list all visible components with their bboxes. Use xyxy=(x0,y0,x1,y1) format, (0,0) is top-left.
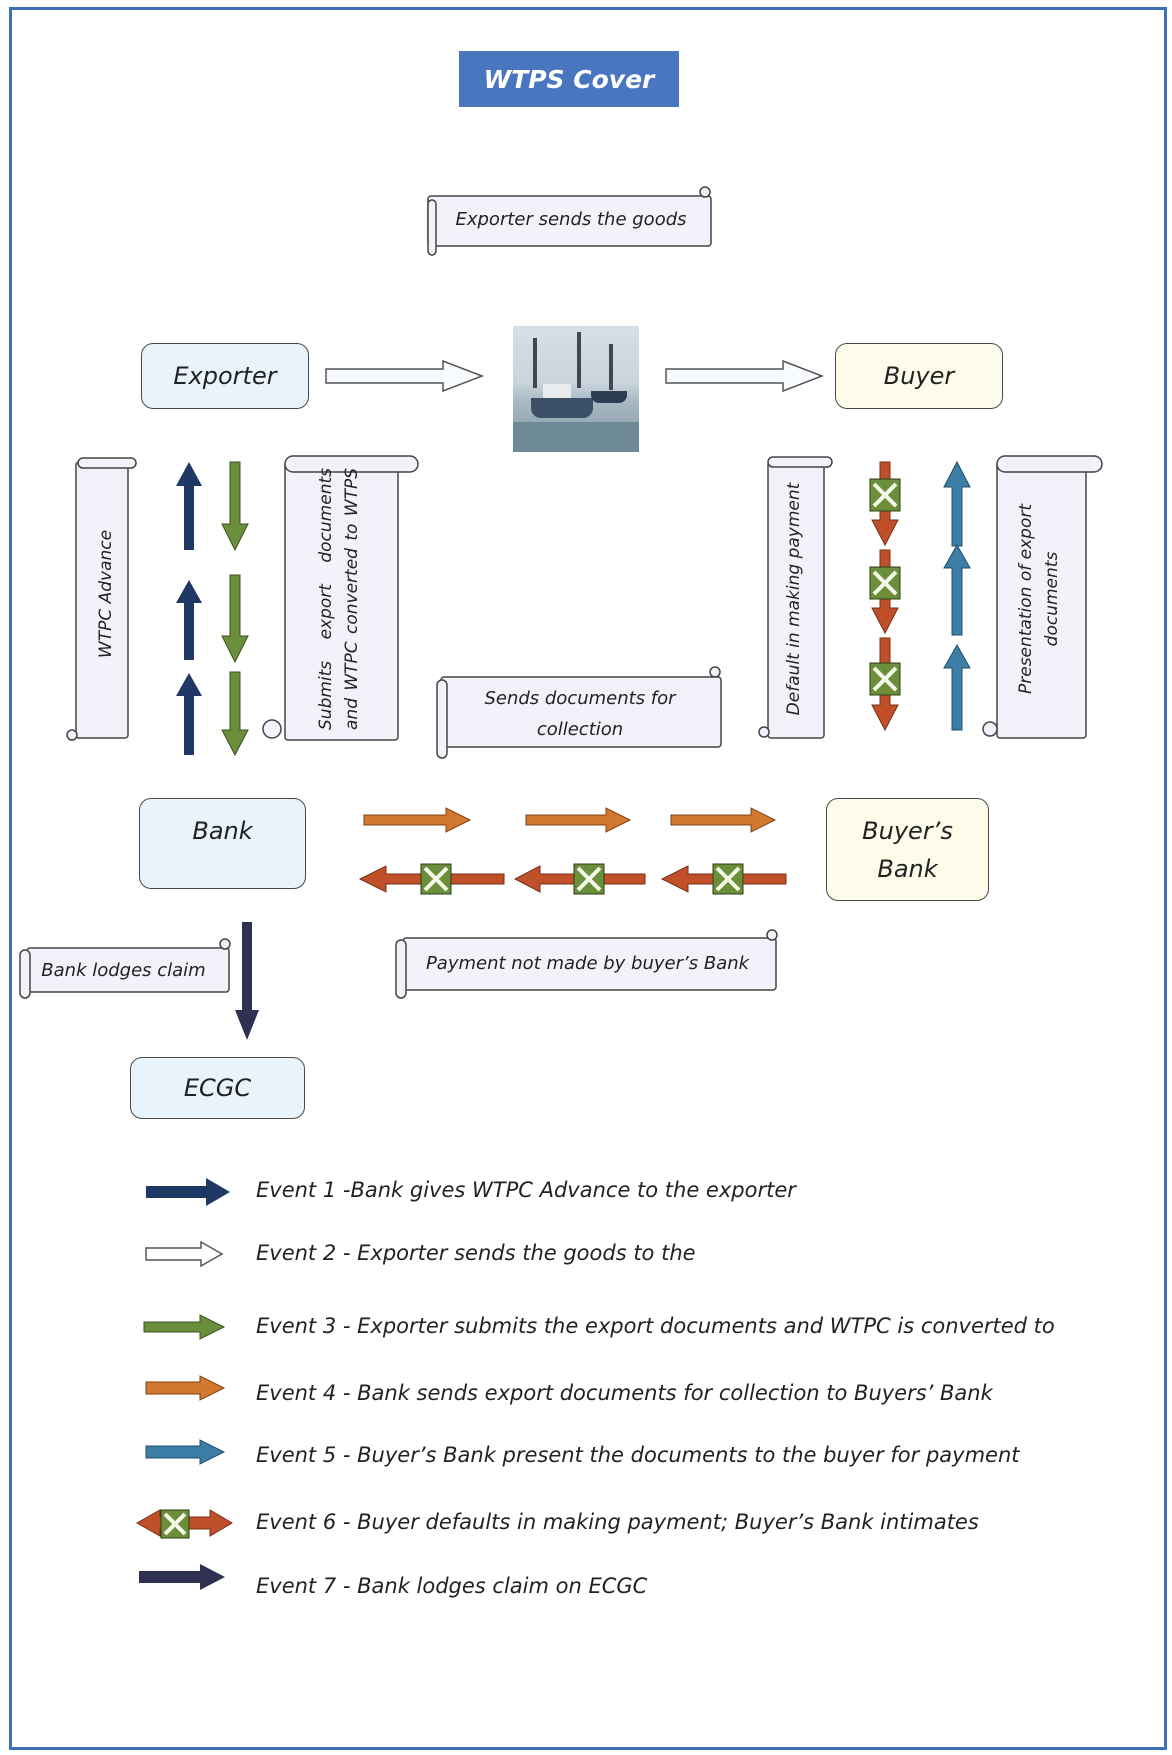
event5-up-arrows xyxy=(943,460,971,731)
legend-icons xyxy=(135,1178,233,1590)
scroll-text-sends-documents: Sends documents for collection xyxy=(484,688,676,740)
legend-event3-label: Event 3 - Exporter submits the export do… xyxy=(256,1314,1055,1338)
hollow-arrow-exporter-to-ship xyxy=(325,359,485,393)
buyers-bank-label: Buyer’s Bank xyxy=(862,816,953,883)
scroll-text-presentation-docs: Presentation of export documents xyxy=(1016,504,1062,694)
exporter-node: Exporter xyxy=(141,343,309,409)
legend-event6-label: Event 6 - Buyer defaults in making payme… xyxy=(256,1510,979,1534)
scroll-text-exporter-sends-goods: Exporter sends the goods xyxy=(455,208,687,230)
scroll-presentation-docs xyxy=(982,455,1103,739)
event6-down-arrows xyxy=(869,461,901,732)
legend-event7-label: Event 7 - Bank lodges claim on ECGC xyxy=(256,1574,648,1598)
scroll-text-submits-docs: Submits export documents and WTPC conver… xyxy=(316,468,362,730)
scroll-sends-documents xyxy=(436,666,722,759)
legend-event1-label: Event 1 -Bank gives WTPC Advance to the … xyxy=(256,1178,796,1202)
scroll-text-bank-lodges-claim: Bank lodges claim xyxy=(41,959,206,981)
legend-event5-icon xyxy=(145,1439,226,1465)
legend-event2-label: Event 2 - Exporter sends the goods to th… xyxy=(256,1241,696,1265)
scroll-submits-docs xyxy=(262,455,419,741)
legend-event7-icon xyxy=(139,1564,225,1590)
scroll-text-payment-not-made: Payment not made by buyer’s Bank xyxy=(425,952,750,974)
buyer-node: Buyer xyxy=(835,343,1003,409)
scroll-default-payment xyxy=(758,456,833,739)
scroll-text-default-payment: Default in making payment xyxy=(784,482,804,716)
scroll-text-wtpc-advance: WTPC Advance xyxy=(96,529,116,659)
event4-right-arrows xyxy=(363,807,777,833)
legend-event3-icon xyxy=(143,1314,226,1340)
event7-down-arrow xyxy=(235,922,259,1040)
event3-down-arrows xyxy=(221,461,249,757)
diagram-title: WTPS Cover xyxy=(459,51,679,107)
bank-node: Bank xyxy=(139,798,306,889)
buyers-bank-node: Buyer’s Bank xyxy=(826,798,989,901)
legend-event1-icon xyxy=(146,1178,230,1206)
page-frame xyxy=(9,7,1167,1750)
hollow-arrow-ship-to-buyer xyxy=(665,359,825,393)
legend-event6-icon xyxy=(135,1509,233,1539)
scroll-bank-lodges-claim xyxy=(19,938,231,999)
legend-event5-label: Event 5 - Buyer’s Bank present the docum… xyxy=(256,1443,1020,1467)
scroll-payment-not-made xyxy=(395,929,778,999)
scroll-wtpc-advance xyxy=(66,457,137,741)
event1-up-arrows xyxy=(176,462,202,755)
ship-photo-icon xyxy=(513,326,639,452)
event6-left-arrows xyxy=(358,863,787,895)
legend-event4-label: Event 4 - Bank sends export documents fo… xyxy=(256,1381,993,1405)
scroll-exporter-sends-goods xyxy=(427,186,712,256)
ecgc-node: ECGC xyxy=(130,1057,305,1119)
legend-event2-icon xyxy=(145,1240,224,1268)
legend-event4-icon xyxy=(145,1375,226,1401)
